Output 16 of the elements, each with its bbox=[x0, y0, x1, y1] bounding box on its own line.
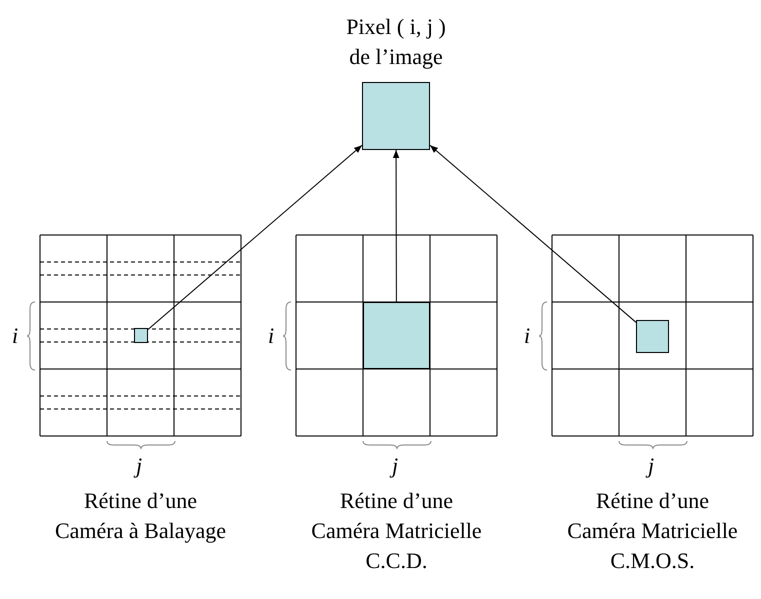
axis-label: i bbox=[524, 324, 530, 348]
axis-label: j bbox=[136, 454, 142, 478]
grid-caption: Rétine d’une Caméra à Balayage bbox=[54, 487, 227, 545]
arrow bbox=[430, 144, 636, 323]
pixel-title: Pixel ( i, j ) de l’image bbox=[345, 13, 447, 71]
axis-label: i bbox=[268, 324, 274, 348]
axis-label: i bbox=[12, 324, 18, 348]
pixel-cell bbox=[363, 302, 430, 369]
arrow bbox=[148, 144, 362, 330]
pixel-cell bbox=[134, 328, 148, 343]
pixel-cell bbox=[636, 320, 669, 353]
grid-caption: Rétine d’une Caméra Matricielle C.M.O.S. bbox=[566, 487, 739, 575]
axis-label: j bbox=[648, 454, 654, 478]
axis-label: j bbox=[392, 454, 398, 478]
arrow bbox=[392, 150, 400, 302]
grid-caption: Rétine d’une Caméra Matricielle C.C.D. bbox=[310, 487, 483, 575]
